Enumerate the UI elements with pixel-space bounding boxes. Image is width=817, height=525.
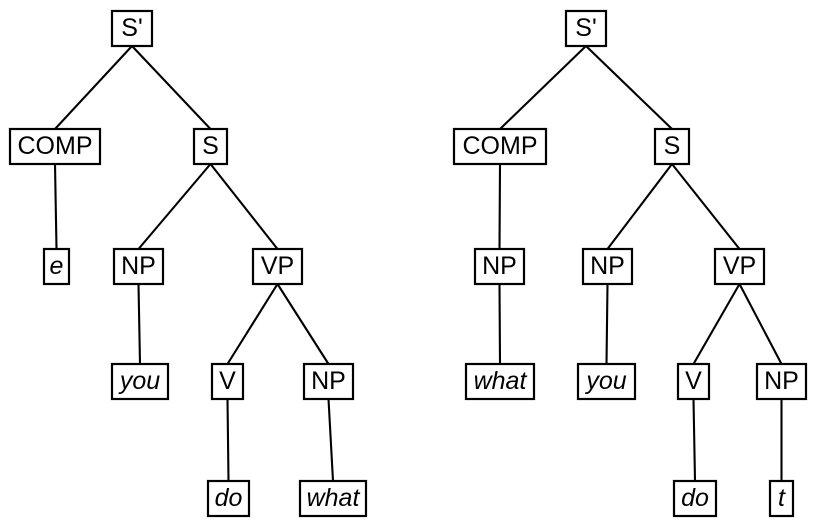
node-box-r-v: [676, 362, 711, 401]
tree-node-r-np1: NP: [581, 247, 634, 286]
tree-node-l-vp: VP: [251, 247, 304, 286]
node-label-r-v: V: [685, 367, 702, 395]
node-label-l-do: do: [215, 484, 243, 512]
tree-edge-r-sbar-to-r-s: [585, 45, 673, 130]
node-box-r-comp: [452, 127, 548, 166]
tree-node-r-what: what: [464, 362, 536, 401]
tree-node-l-np2: NP: [302, 362, 355, 401]
tree-edge-l-sbar-to-l-comp: [54, 45, 133, 130]
tree-edge-l-comp-to-l-e: [53, 163, 58, 250]
tree-edge-r-sbar-to-r-comp: [499, 45, 587, 130]
tree-node-l-do: do: [206, 479, 251, 518]
node-box-l-v: [210, 362, 245, 401]
node-box-r-np2: [755, 362, 808, 401]
node-box-r-s: [653, 127, 691, 166]
node-box-l-e: [42, 247, 71, 286]
tree-edge-r-np0-to-r-what: [498, 283, 502, 365]
node-box-l-sbar: [110, 9, 154, 48]
tree-edge-l-sbar-to-l-s: [131, 45, 212, 130]
tree-node-r-s: S: [653, 127, 691, 166]
tree-edge-r-s-to-r-vp: [671, 163, 741, 250]
tree-node-l-v: V: [210, 362, 245, 401]
tree-node-l-what: what: [298, 479, 368, 518]
node-label-l-np2: NP: [311, 367, 346, 395]
tree-node-r-np2: NP: [755, 362, 808, 401]
node-box-r-do: [672, 479, 718, 518]
deep-structure-tree-edges: [53, 45, 335, 482]
node-box-r-vp: [713, 247, 766, 286]
node-box-l-s: [192, 127, 229, 166]
tree-node-r-t: t: [768, 479, 795, 518]
tree-node-r-sbar: S': [564, 9, 608, 48]
node-label-r-you: you: [584, 367, 626, 395]
tree-edge-r-vp-to-r-np2: [738, 283, 783, 365]
node-box-l-np1: [112, 247, 165, 286]
tree-node-r-comp: COMP: [452, 127, 548, 166]
tree-node-r-v: V: [676, 362, 711, 401]
node-box-l-vp: [251, 247, 304, 286]
tree-node-l-s: S: [192, 127, 229, 166]
tree-edge-r-comp-to-r-np0: [498, 163, 502, 250]
node-box-l-np2: [302, 362, 355, 401]
node-box-r-what: [464, 362, 536, 401]
tree-edge-l-s-to-l-np1: [137, 163, 212, 250]
node-label-r-do: do: [681, 484, 709, 512]
tree-node-r-you: you: [576, 362, 637, 401]
node-label-l-what: what: [307, 484, 361, 512]
node-label-l-v: V: [219, 367, 236, 395]
node-label-l-comp: COMP: [18, 132, 93, 160]
tree-edge-l-np1-to-l-you: [137, 283, 142, 365]
node-label-r-t: t: [778, 484, 786, 512]
tree-node-r-np0: NP: [473, 247, 526, 286]
surface-structure-tree-edges: [498, 45, 783, 482]
tree-node-l-np1: NP: [112, 247, 165, 286]
tree-edge-l-v-to-l-do: [226, 398, 230, 482]
node-label-r-np1: NP: [590, 252, 625, 280]
node-box-l-you: [110, 362, 170, 401]
node-box-r-np0: [473, 247, 526, 286]
node-box-r-t: [768, 479, 795, 518]
tree-edge-r-vp-to-r-v: [692, 283, 741, 365]
tree-edge-r-np1-to-r-you: [605, 283, 609, 365]
node-label-l-s: S: [202, 132, 219, 160]
node-box-l-do: [206, 479, 251, 518]
tree-edge-r-v-to-r-do: [692, 398, 697, 482]
node-label-r-np2: NP: [764, 367, 799, 395]
tree-node-l-comp: COMP: [8, 127, 102, 166]
node-label-r-np0: NP: [482, 252, 517, 280]
tree-edge-l-np2-to-l-what: [327, 398, 335, 482]
node-box-r-np1: [581, 247, 634, 286]
node-label-l-np1: NP: [121, 252, 156, 280]
node-box-r-sbar: [564, 9, 608, 48]
tree-node-l-e: e: [42, 247, 71, 286]
tree-edge-l-vp-to-l-v: [226, 283, 279, 365]
node-box-l-comp: [8, 127, 102, 166]
node-label-l-vp: VP: [261, 252, 294, 280]
tree-node-r-vp: VP: [713, 247, 766, 286]
node-label-r-vp: VP: [723, 252, 756, 280]
tree-node-l-you: you: [110, 362, 170, 401]
tree-edges-layer: [53, 45, 783, 482]
node-box-r-you: [576, 362, 637, 401]
surface-structure-tree-nodes: S' COMP S NP NP VP what you V NP do t: [452, 9, 808, 518]
node-label-l-you: you: [118, 367, 160, 395]
node-box-l-what: [298, 479, 368, 518]
tree-node-r-do: do: [672, 479, 718, 518]
node-label-l-sbar: S': [121, 14, 142, 42]
node-label-l-e: e: [50, 252, 64, 280]
node-label-r-sbar: S': [575, 14, 596, 42]
tree-edge-r-s-to-r-np1: [606, 163, 673, 250]
tree-edge-l-vp-to-l-np2: [276, 283, 330, 365]
tree-node-l-sbar: S': [110, 9, 154, 48]
node-label-r-comp: COMP: [463, 132, 538, 160]
node-label-r-s: S: [664, 132, 681, 160]
node-label-r-what: what: [474, 367, 528, 395]
tree-edge-l-s-to-l-vp: [209, 163, 279, 250]
